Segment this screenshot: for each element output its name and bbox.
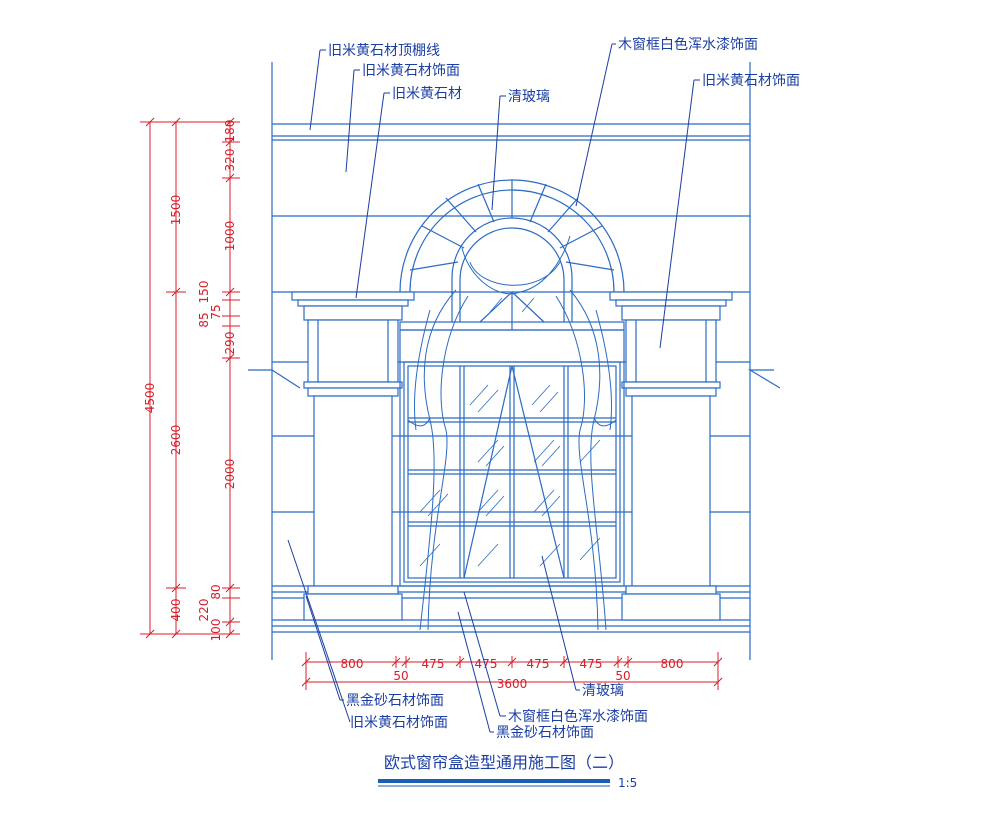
dim-bottom-475-c: 475 bbox=[527, 657, 550, 671]
dim-bottom-800-right: 800 bbox=[661, 657, 684, 671]
label-ceiling-line: 旧米黄石材顶棚线 bbox=[328, 42, 440, 59]
title-underline-thick bbox=[378, 779, 610, 783]
dim-bottom-3600: 3600 bbox=[497, 677, 528, 691]
title-block: 欧式窗帘盒造型通用施工图（二） 1:5 bbox=[378, 753, 637, 790]
dim-bottom-50-left: 50 bbox=[393, 669, 408, 683]
dim-150: 150 bbox=[197, 281, 211, 304]
dim-400: 400 bbox=[169, 599, 183, 622]
label-glass-top: 清玻璃 bbox=[508, 88, 550, 105]
label-bottom-black-1: 黑金砂石材饰面 bbox=[346, 693, 444, 709]
label-bottom-black-2: 黑金砂石材饰面 bbox=[496, 725, 594, 741]
label-bottom-beige: 旧米黄石材饰面 bbox=[350, 714, 448, 731]
curtain-drapes bbox=[407, 235, 617, 631]
dim-bottom-475-b: 475 bbox=[475, 657, 498, 671]
left-pilaster bbox=[291, 291, 415, 621]
dim-85: 85 bbox=[197, 312, 211, 327]
label-right-facing: 旧米黄石材饰面 bbox=[702, 72, 800, 89]
dim-4500: 4500 bbox=[143, 383, 157, 414]
dim-290: 290 bbox=[223, 332, 237, 355]
material-labels: 旧米黄石材顶棚线 旧米黄石材饰面 旧米黄石材 清玻璃 木窗框白色浑水漆饰面 旧米… bbox=[328, 36, 800, 741]
leader-lines bbox=[287, 43, 700, 733]
label-stone: 旧米黄石材 bbox=[392, 85, 462, 102]
label-bottom-frame: 木窗框白色浑水漆饰面 bbox=[508, 708, 648, 725]
dim-1500: 1500 bbox=[169, 195, 183, 226]
bottom-dimension-lines bbox=[301, 652, 723, 690]
drawing-title: 欧式窗帘盒造型通用施工图（二） bbox=[384, 753, 624, 772]
label-frame-top: 木窗框白色浑水漆饰面 bbox=[618, 36, 758, 53]
dim-75: 75 bbox=[209, 304, 223, 319]
dim-2000: 2000 bbox=[223, 459, 237, 490]
left-dimension-lines bbox=[140, 117, 240, 639]
dim-1000: 1000 bbox=[223, 221, 237, 252]
dim-100: 100 bbox=[209, 619, 223, 642]
dim-320: 320 bbox=[223, 149, 237, 172]
drawing-scale: 1:5 bbox=[618, 776, 637, 790]
dim-80: 80 bbox=[209, 584, 223, 599]
dim-180: 180 bbox=[223, 120, 237, 143]
dim-bottom-800-left: 800 bbox=[341, 657, 364, 671]
dim-bottom-475-a: 475 bbox=[422, 657, 445, 671]
bottom-dimension-values: 800 50 475 475 475 475 50 800 3600 bbox=[341, 657, 684, 691]
dim-bottom-50-right: 50 bbox=[615, 669, 630, 683]
label-upper-facing: 旧米黄石材饰面 bbox=[362, 62, 460, 79]
right-pilaster bbox=[609, 291, 733, 621]
dim-2600: 2600 bbox=[169, 425, 183, 456]
left-dimension-values: 4500 1500 2600 400 180 320 1000 85 150 7… bbox=[143, 120, 237, 642]
arched-window bbox=[399, 179, 625, 587]
label-bottom-glass: 清玻璃 bbox=[582, 682, 624, 699]
dim-220: 220 bbox=[197, 599, 211, 622]
dim-bottom-475-d: 475 bbox=[580, 657, 603, 671]
